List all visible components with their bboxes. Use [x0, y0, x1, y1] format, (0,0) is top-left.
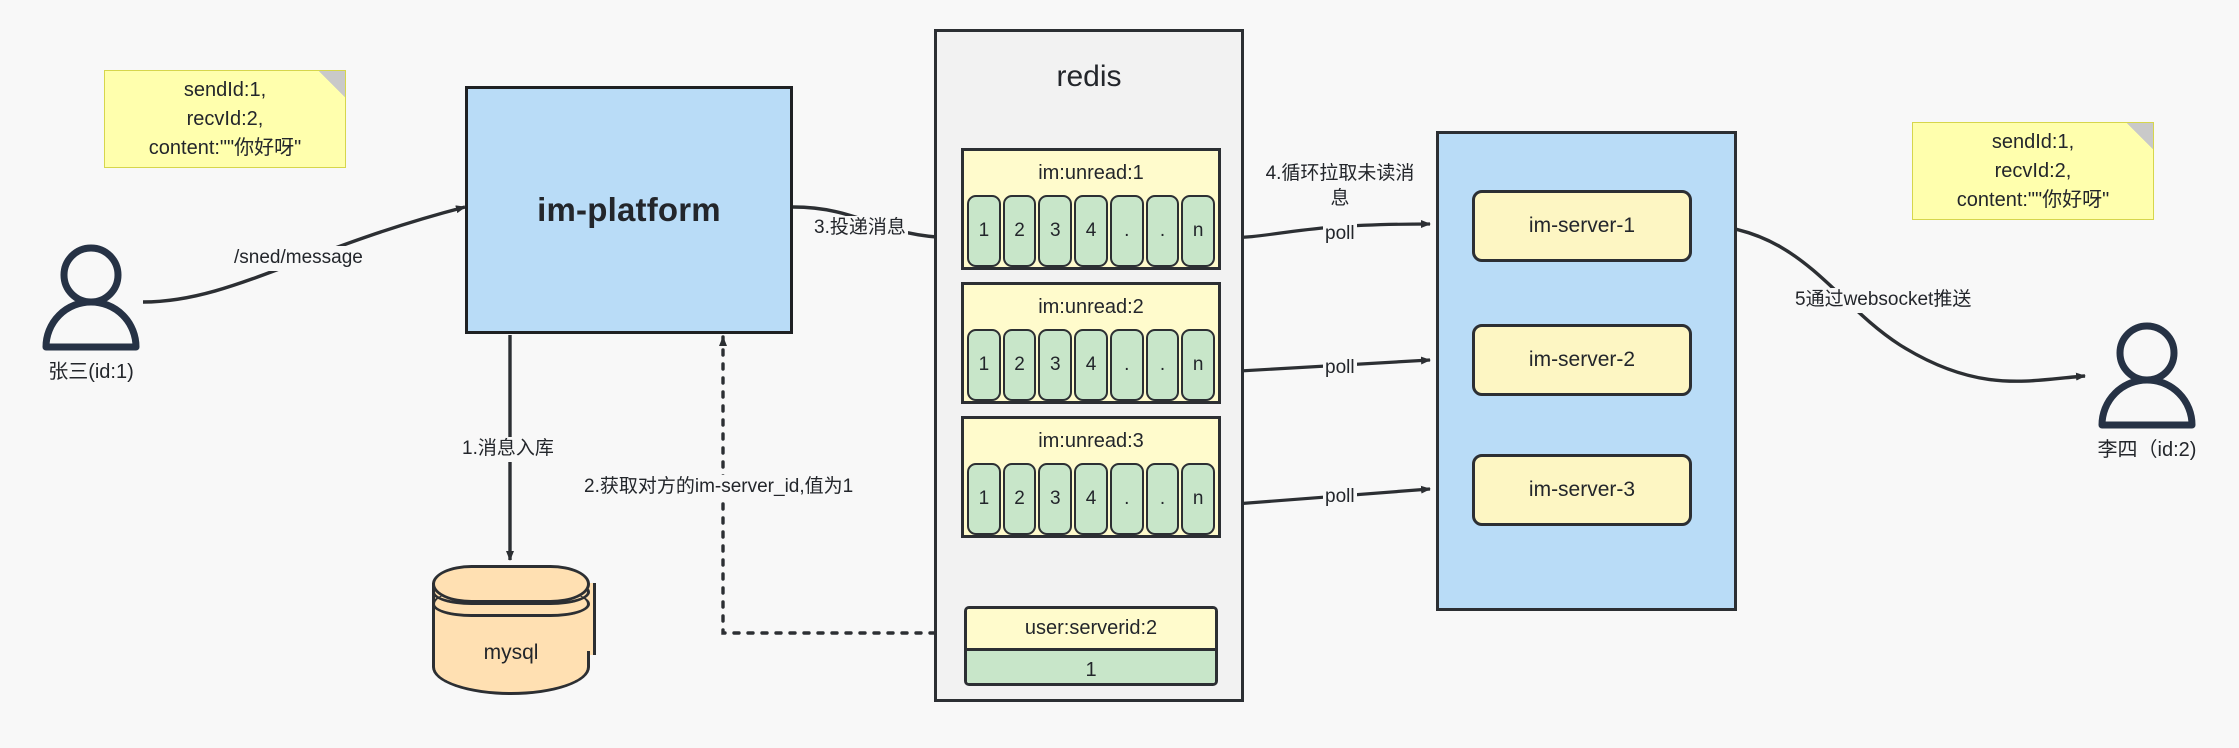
edge-label-poll-2: poll [1323, 356, 1357, 381]
redis-list-cells: 1 2 3 4 . . n [964, 463, 1218, 538]
redis-cell[interactable]: 3 [1038, 463, 1073, 535]
redis-cell[interactable]: 1 [967, 463, 1001, 535]
redis-cell[interactable]: n [1181, 195, 1216, 267]
redis-cell[interactable]: 2 [1002, 329, 1037, 401]
im-platform-label: im-platform [537, 191, 721, 228]
note-fold-icon [319, 71, 345, 97]
actor-receiver-label: 李四（id:2) [2097, 439, 2197, 461]
im-server-3-label: im-server-3 [1528, 478, 1636, 501]
redis-cell[interactable]: . [1109, 329, 1144, 401]
actor-receiver: 李四（id:2) [2092, 321, 2202, 461]
edge-label-poll-3: poll [1323, 485, 1357, 510]
redis-cell[interactable]: . [1145, 195, 1180, 267]
edge-label-poll-1: poll [1323, 222, 1357, 247]
redis-kv-user-serverid[interactable]: user:serverid:2 1 [964, 606, 1218, 686]
note-receiver-text: sendId:1, recvId:2, content:""你好呀" [1956, 130, 2110, 211]
redis-container: redis im:unread:1 1 2 3 4 . . n im:unrea… [934, 29, 1244, 702]
im-server-3-node[interactable]: im-server-3 [1472, 454, 1692, 526]
im-server-2-node[interactable]: im-server-2 [1472, 324, 1692, 396]
redis-cell[interactable]: 2 [1002, 463, 1037, 535]
redis-cell[interactable]: n [1181, 329, 1216, 401]
redis-list-im-unread-3[interactable]: im:unread:3 1 2 3 4 . . n [961, 416, 1221, 538]
redis-kv-key: user:serverid:2 [967, 609, 1215, 648]
redis-kv-value: 1 [967, 648, 1215, 683]
redis-cell[interactable]: 4 [1074, 329, 1108, 401]
edge-label-step4: 4.循环拉取未读消 息 [1258, 162, 1422, 212]
im-server-1-node[interactable]: im-server-1 [1472, 190, 1692, 262]
redis-cell[interactable]: 4 [1074, 195, 1108, 267]
edge-label-step3: 3.投递消息 [812, 216, 908, 241]
edge-label-send-message: /sned/message [232, 246, 365, 271]
redis-cell[interactable]: 3 [1038, 195, 1073, 267]
cylinder-bottom [432, 651, 590, 695]
note-sender-payload: sendId:1, recvId:2, content:""你好呀" [104, 70, 346, 168]
redis-cell[interactable]: n [1181, 463, 1216, 535]
cylinder-top [432, 565, 590, 603]
redis-list-cells: 1 2 3 4 . . n [964, 329, 1218, 404]
edge-label-step1: 1.消息入库 [460, 437, 556, 462]
redis-cell[interactable]: . [1145, 329, 1180, 401]
actor-sender-label: 张三(id:1) [48, 361, 134, 383]
cylinder-ring-1 [432, 579, 590, 605]
redis-cell[interactable]: 4 [1074, 463, 1108, 535]
im-platform-node[interactable]: im-platform [465, 86, 793, 334]
im-server-1-label: im-server-1 [1528, 214, 1636, 237]
cylinder-ring-2 [432, 591, 590, 617]
redis-list-im-unread-1[interactable]: im:unread:1 1 2 3 4 . . n [961, 148, 1221, 270]
redis-cell[interactable]: 3 [1038, 329, 1073, 401]
im-server-cluster: im-server-1 im-server-2 im-server-3 [1436, 131, 1737, 611]
edge-label-step2: 2.获取对方的im-server_id,值为1 [582, 475, 856, 500]
person-icon [2098, 322, 2196, 429]
person-icon [42, 244, 140, 351]
redis-cell[interactable]: 1 [967, 329, 1001, 401]
redis-list-key: im:unread:1 [1038, 161, 1144, 184]
redis-cell[interactable]: . [1109, 463, 1144, 535]
redis-list-im-unread-2[interactable]: im:unread:2 1 2 3 4 . . n [961, 282, 1221, 404]
im-server-2-label: im-server-2 [1528, 348, 1636, 371]
redis-title: redis [1056, 60, 1122, 93]
mysql-label: mysql [483, 641, 539, 664]
redis-list-key: im:unread:2 [1038, 295, 1144, 318]
redis-cell[interactable]: 1 [967, 195, 1001, 267]
redis-list-key: im:unread:3 [1038, 429, 1144, 452]
redis-cell[interactable]: . [1145, 463, 1180, 535]
mysql-node[interactable]: mysql [432, 565, 596, 695]
redis-list-cells: 1 2 3 4 . . n [964, 195, 1218, 270]
note-receiver-payload: sendId:1, recvId:2, content:""你好呀" [1912, 122, 2154, 220]
actor-sender: 张三(id:1) [36, 243, 146, 383]
note-fold-icon [2127, 123, 2153, 149]
edge-label-step5: 5通过websocket推送 [1793, 288, 1974, 313]
redis-cell[interactable]: 2 [1002, 195, 1037, 267]
note-sender-text: sendId:1, recvId:2, content:""你好呀" [148, 78, 302, 159]
redis-cell[interactable]: . [1109, 195, 1144, 267]
